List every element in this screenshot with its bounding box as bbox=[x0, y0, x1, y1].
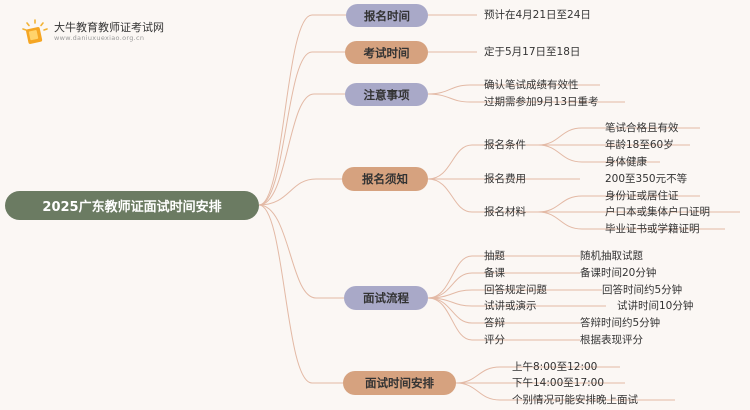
material-item: 身份证或居住证 bbox=[605, 190, 679, 202]
topic-signup-time: 报名时间 bbox=[346, 4, 428, 27]
material-item: 毕业证书或学籍证明 bbox=[605, 223, 700, 235]
schedule-item: 上午8:00至12:00 bbox=[512, 361, 598, 373]
topic-process: 面试流程 bbox=[344, 286, 428, 310]
conditions-label: 报名条件 bbox=[484, 139, 526, 151]
process-step-detail: 回答时间约5分钟 bbox=[602, 284, 683, 296]
site-name: 大牛教育教师证考试网 bbox=[54, 21, 164, 34]
topic-exam-time: 考试时间 bbox=[345, 41, 428, 64]
process-step-name: 备课 bbox=[484, 267, 505, 279]
process-step-name: 抽题 bbox=[484, 250, 505, 262]
process-step-name: 试讲或演示 bbox=[484, 300, 537, 312]
fee-value: 200至350元不等 bbox=[605, 173, 688, 185]
notes-item: 确认笔试成绩有效性 bbox=[484, 79, 579, 91]
schedule-item: 个别情况可能安排晚上面试 bbox=[512, 394, 638, 406]
process-step-detail: 答辩时间约5分钟 bbox=[580, 317, 661, 329]
fee-label: 报名费用 bbox=[484, 173, 526, 185]
material-item: 户口本或集体户口证明 bbox=[605, 206, 710, 218]
topic-notes: 注意事项 bbox=[345, 83, 428, 106]
condition-item: 笔试合格且有效 bbox=[605, 122, 679, 134]
process-step-detail: 根据表现评分 bbox=[580, 334, 643, 346]
notes-item: 过期需参加9月13日重考 bbox=[484, 96, 599, 108]
process-step-name: 回答规定问题 bbox=[484, 284, 547, 296]
condition-item: 年龄18至60岁 bbox=[605, 139, 674, 151]
site-url: www.daniuxuexiao.org.cn bbox=[54, 34, 145, 42]
process-step-detail: 随机抽取试题 bbox=[580, 250, 643, 262]
process-step-detail: 试讲时间10分钟 bbox=[617, 300, 694, 312]
topic-schedule: 面试时间安排 bbox=[343, 371, 456, 395]
materials-label: 报名材料 bbox=[484, 206, 526, 218]
exam-time-detail: 定于5月17日至18日 bbox=[484, 46, 581, 58]
root-topic: 2025广东教师证面试时间安排 bbox=[5, 191, 259, 220]
condition-item: 身体健康 bbox=[605, 156, 647, 168]
schedule-item: 下午14:00至17:00 bbox=[512, 377, 605, 389]
process-step-detail: 备课时间20分钟 bbox=[580, 267, 657, 279]
book-logo-icon bbox=[22, 19, 48, 44]
signup-time-detail: 预计在4月21日至24日 bbox=[484, 9, 591, 21]
process-step-name: 答辩 bbox=[484, 317, 505, 329]
process-step-name: 评分 bbox=[484, 334, 505, 346]
topic-guide: 报名须知 bbox=[342, 167, 428, 191]
